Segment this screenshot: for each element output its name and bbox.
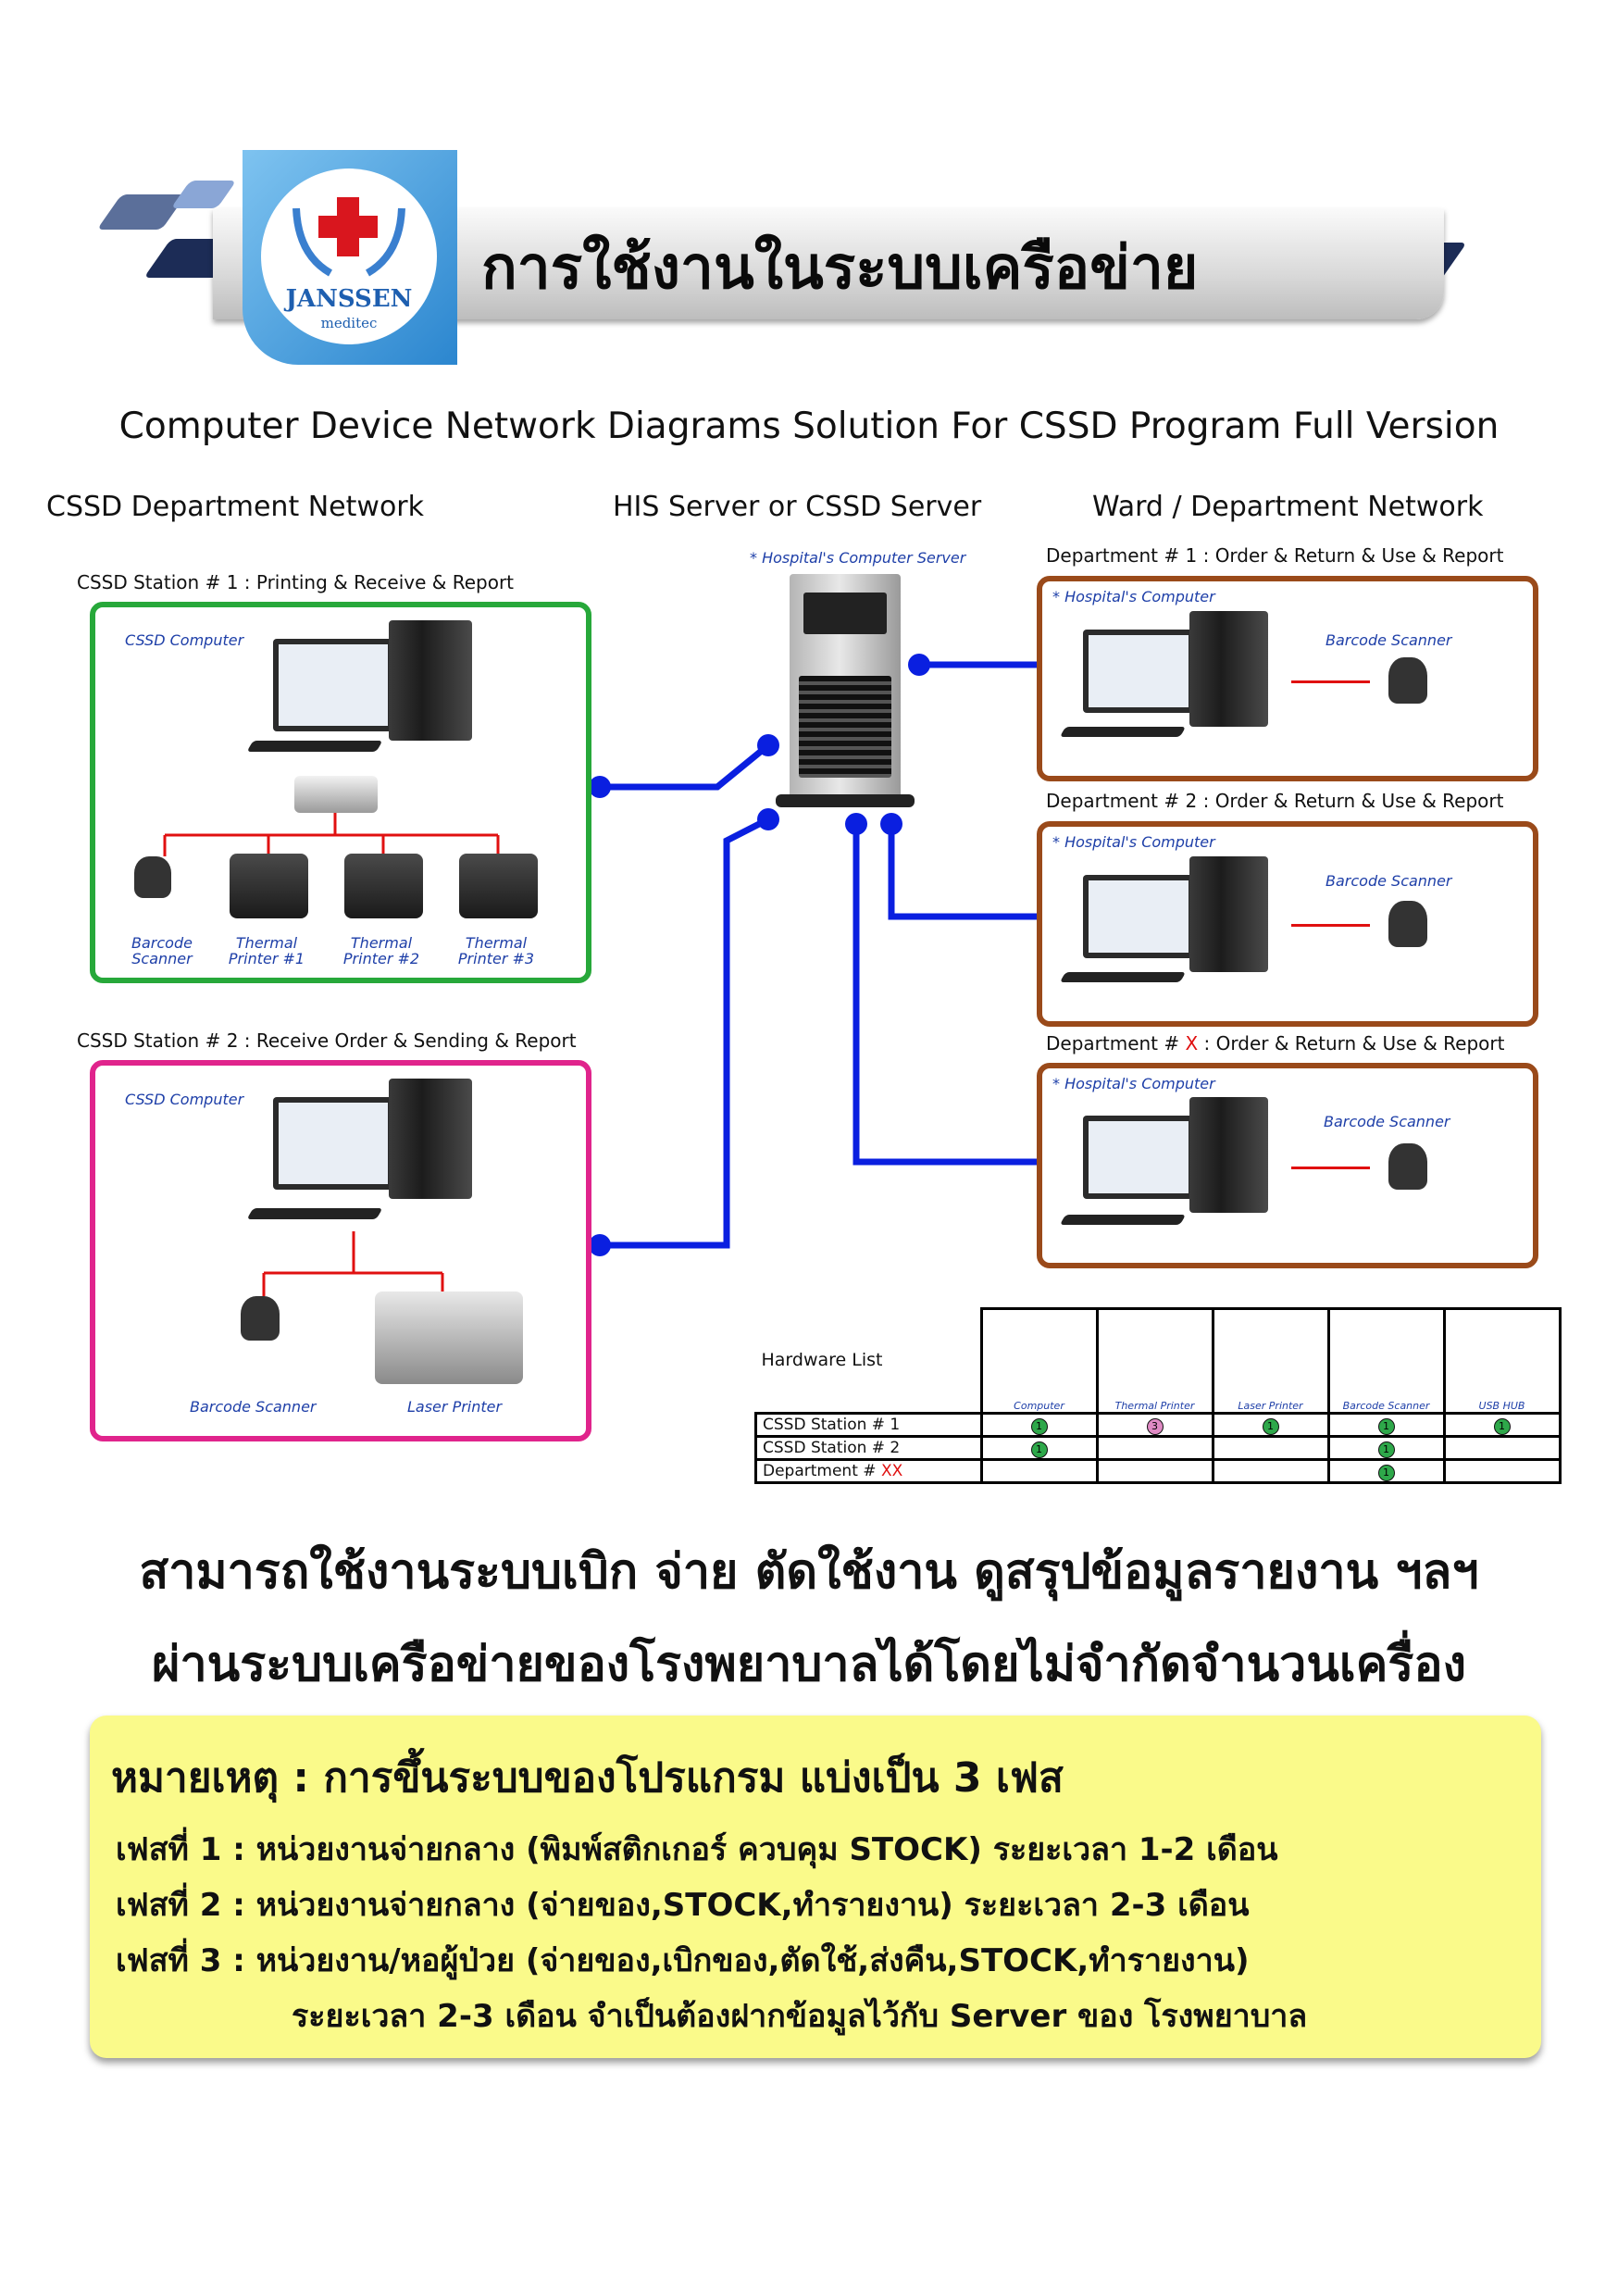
count-badge: 1 — [1030, 1441, 1048, 1458]
station1-computer-caption: CSSD Computer — [125, 631, 244, 649]
count-badge: 1 — [1377, 1464, 1395, 1481]
count-badge: 1 — [1030, 1417, 1048, 1435]
keyboard-icon — [1059, 1215, 1187, 1225]
link-line — [1291, 1167, 1370, 1169]
device-caption: Thermal Printer #2 — [342, 934, 420, 967]
hardware-title: Hardware List — [755, 1308, 983, 1415]
server-caption: * Hospital's Computer Server — [750, 549, 966, 567]
count-badge: 1 — [1262, 1417, 1279, 1435]
barcode-scanner-icon — [134, 856, 171, 898]
barcode-scanner-icon — [241, 1296, 280, 1341]
thermal-printer-icon — [230, 854, 308, 918]
empty-cell — [1442, 1435, 1562, 1461]
deptx-computer-caption: * Hospital's Computer — [1052, 1075, 1215, 1092]
column-header: Barcode Scanner — [1326, 1307, 1446, 1415]
server-tower — [790, 574, 901, 798]
column-header: Laser Printer — [1211, 1307, 1330, 1415]
station2-links — [262, 1231, 444, 1296]
section-cssd-network: CSSD Department Network — [46, 491, 425, 523]
dept2-label: Department # 2 : Order & Return & Use & … — [1046, 790, 1504, 812]
laser-printer-icon — [375, 1292, 523, 1384]
device-caption: Thermal Printer #1 — [228, 934, 305, 967]
headline-line1: สามารถใช้งานระบบเบิก จ่าย ตัดใช้งาน ดูสร… — [139, 1544, 1479, 1600]
keyboard-icon — [1059, 727, 1187, 737]
note-box — [90, 1716, 1541, 2058]
device-caption: Thermal Printer #3 — [457, 934, 535, 967]
barcode-scanner-icon — [1388, 901, 1427, 947]
note-phase2: เฟสที่ 2 : หน่วยงานจ่ายกลาง (จ่ายของ,STO… — [116, 1887, 1250, 1924]
device-caption: Laser Printer — [407, 1398, 503, 1416]
deptx-label: Department # X : Order & Return & Use & … — [1046, 1032, 1505, 1054]
empty-cell — [1211, 1458, 1330, 1484]
thermal-printer-icon — [344, 854, 423, 918]
usb-hub-icon — [294, 776, 378, 813]
computer-monitor-icon — [1083, 875, 1194, 958]
dept1-label: Department # 1 : Order & Return & Use & … — [1046, 544, 1504, 567]
row-label: CSSD Station # 2 — [754, 1435, 983, 1461]
note-phase3-duration: ระยะเวลา 2-3 เดือน จำเป็นต้องฝากข้อมูลไว… — [292, 1998, 1308, 2035]
headline-line2: ผ่านระบบเครือข่ายของโรงพยาบาลได้โดยไม่จำ… — [152, 1637, 1466, 1692]
note-heading: หมายเหตุ : การขึ้นระบบของโปรแกรม แบ่งเป็… — [111, 1754, 1064, 1802]
computer-tower-icon — [389, 620, 472, 741]
count-badge: 1 — [1493, 1417, 1511, 1435]
dept2-scanner-caption: Barcode Scanner — [1326, 872, 1452, 890]
station1-label: CSSD Station # 1 : Printing & Receive & … — [77, 571, 515, 593]
section-ward-network: Ward / Department Network — [1092, 491, 1484, 523]
dept2-computer-caption: * Hospital's Computer — [1052, 833, 1215, 851]
table-row: CSSD Station # 2 1 1 — [754, 1435, 1562, 1461]
column-header: USB HUB — [1442, 1307, 1562, 1415]
column-header: Computer — [979, 1307, 1099, 1415]
empty-cell — [1211, 1435, 1330, 1461]
table-row: Department # XX 1 — [754, 1458, 1562, 1484]
subtitle: Computer Device Network Diagrams Solutio… — [118, 406, 1500, 447]
page-title: การใช้งานในระบบเครือข่าย — [481, 234, 1199, 303]
station2-computer-caption: CSSD Computer — [125, 1091, 244, 1108]
thermal-printer-icon — [459, 854, 538, 918]
note-phase1: เฟสที่ 1 : หน่วยงานจ่ายกลาง (พิมพ์สติกเก… — [116, 1831, 1278, 1868]
empty-cell — [1095, 1458, 1214, 1484]
count-badge: 1 — [1377, 1417, 1395, 1435]
dept1-scanner-caption: Barcode Scanner — [1326, 631, 1452, 649]
station2-label: CSSD Station # 2 : Receive Order & Sendi… — [77, 1029, 577, 1052]
logo-subtext: meditec — [320, 315, 378, 331]
computer-monitor-icon — [273, 1097, 393, 1190]
table-row: CSSD Station # 1 1 3 1 1 1 — [754, 1412, 1562, 1438]
device-caption: Barcode Scanner — [131, 934, 193, 967]
computer-tower-icon — [1189, 856, 1268, 972]
link-line — [1291, 680, 1370, 683]
station1-links — [163, 813, 500, 856]
column-header: Thermal Printer — [1095, 1307, 1214, 1415]
empty-cell — [979, 1458, 1099, 1484]
computer-tower-icon — [1189, 1097, 1268, 1213]
computer-tower-icon — [1189, 611, 1268, 727]
hands-cross-icon — [292, 197, 405, 277]
barcode-scanner-icon — [1388, 1143, 1427, 1190]
computer-tower-icon — [389, 1079, 472, 1199]
row-label: CSSD Station # 1 — [754, 1412, 983, 1438]
count-badge: 1 — [1377, 1441, 1395, 1458]
device-caption: Barcode Scanner — [190, 1398, 317, 1416]
barcode-scanner-icon — [1388, 657, 1427, 704]
link-line — [1291, 924, 1370, 927]
row-label: Department # XX — [754, 1458, 983, 1484]
count-badge: 3 — [1146, 1417, 1164, 1435]
dept1-computer-caption: * Hospital's Computer — [1052, 588, 1215, 605]
logo-name: JANSSEN — [285, 285, 413, 313]
empty-cell — [1095, 1435, 1214, 1461]
table-header-row: Hardware List Computer Thermal Printer L… — [755, 1307, 1562, 1415]
keyboard-icon — [1059, 972, 1187, 982]
note-phase3: เฟสที่ 3 : หน่วยงาน/หอผู้ป่วย (จ่ายของ,เ… — [116, 1942, 1250, 1979]
section-server: HIS Server or CSSD Server — [613, 491, 982, 523]
server-base — [776, 794, 915, 807]
empty-cell — [1442, 1458, 1562, 1484]
hardware-table: Hardware List Computer Thermal Printer L… — [754, 1307, 1562, 1484]
computer-monitor-icon — [273, 639, 393, 731]
computer-monitor-icon — [1083, 630, 1194, 713]
computer-monitor-icon — [1083, 1116, 1194, 1199]
deptx-scanner-caption: Barcode Scanner — [1324, 1113, 1450, 1130]
